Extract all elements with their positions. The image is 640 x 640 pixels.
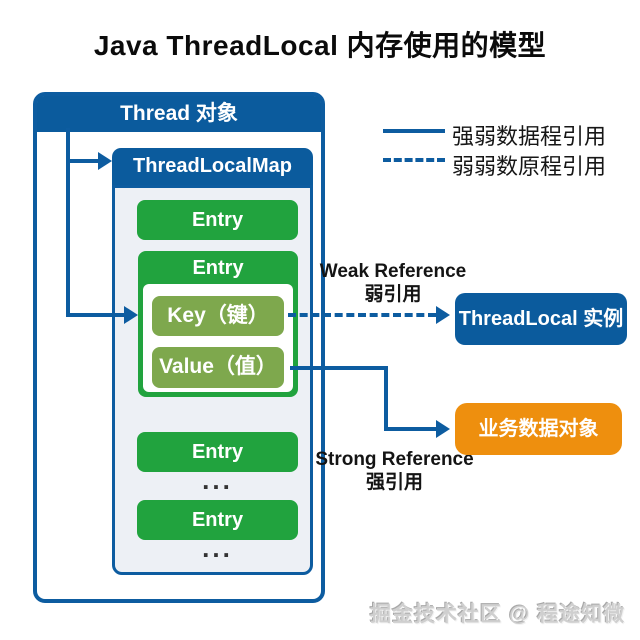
entry-inner-panel: Key（键） Value（值） xyxy=(143,284,293,392)
weak-reference-label-en: Weak Reference xyxy=(319,261,467,282)
strong-reference-label-zh: 强引用 xyxy=(365,471,423,493)
strong-reference-label: Strong Reference 强引用 xyxy=(312,449,477,495)
strong-reference-label-en: Strong Reference xyxy=(315,449,474,470)
ellipsis-1: ... xyxy=(202,465,233,495)
entry-box-1: Entry xyxy=(137,200,298,240)
entry-box-compound: Entry Key（键） Value（值） xyxy=(138,251,298,397)
entry-box-4: Entry xyxy=(137,500,298,540)
connector-to-map-line xyxy=(66,159,100,163)
strong-reference-line-v xyxy=(384,366,388,431)
weak-reference-line xyxy=(288,313,436,317)
legend-dashed-line-sample xyxy=(383,158,445,162)
key-box: Key（键） xyxy=(152,296,284,336)
arrow-to-key-icon xyxy=(124,306,138,324)
legend-solid-line-sample xyxy=(383,129,445,133)
strong-reference-line-h1 xyxy=(290,366,388,370)
connector-to-key-line xyxy=(66,313,124,317)
connector-vertical-line xyxy=(66,128,70,317)
thread-object-header: Thread 对象 xyxy=(37,96,321,132)
weak-reference-label: Weak Reference 弱引用 xyxy=(315,261,471,307)
threadlocal-instance-box: ThreadLocal 实例 xyxy=(455,293,627,345)
value-box: Value（值） xyxy=(152,347,284,388)
page-title: Java ThreadLocal 内存使用的模型 xyxy=(93,30,547,61)
strong-reference-arrow-icon xyxy=(436,420,450,438)
threadlocalmap-header: ThreadLocalMap xyxy=(112,148,313,185)
strong-reference-line-h2 xyxy=(384,427,438,431)
arrow-to-map-icon xyxy=(98,152,112,170)
business-data-object-box: 业务数据对象 xyxy=(455,403,622,455)
entry-box-3: Entry xyxy=(137,432,298,472)
weak-reference-arrow-icon xyxy=(436,306,450,324)
weak-reference-label-zh: 弱引用 xyxy=(364,283,422,305)
legend-solid-label: 强弱数据程引用 xyxy=(452,124,607,149)
watermark: 掘金技术社区 @ 程途知微 xyxy=(370,603,626,626)
ellipsis-2: ... xyxy=(202,533,233,563)
entry-compound-label: Entry xyxy=(192,257,244,279)
legend-dashed-label: 弱弱数原程引用 xyxy=(452,154,607,179)
